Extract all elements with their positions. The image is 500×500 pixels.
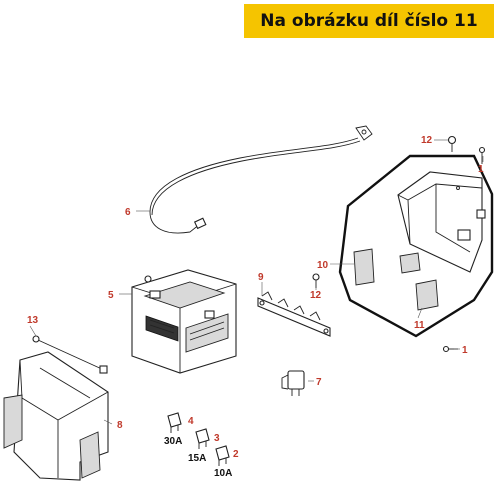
callout-4: 4: [188, 416, 194, 427]
detail-frame: [338, 154, 494, 338]
fuse-30a: [167, 412, 182, 433]
fuse-15a: [195, 428, 210, 449]
banner-title: Na obrázku díl číslo 11: [260, 11, 478, 31]
fuse-rating-15a: 15A: [188, 453, 206, 464]
callout-11: 11: [414, 320, 425, 331]
rubber-pad-10: [353, 248, 421, 286]
callout-8: 8: [117, 420, 123, 431]
callout-1-top: 1: [478, 164, 484, 175]
callout-10: 10: [317, 260, 329, 271]
part-number-banner: Na obrázku díl číslo 11: [244, 4, 494, 38]
fuse-rating-10a: 10A: [214, 468, 232, 479]
fuse-block: [257, 291, 331, 337]
battery-tray: [397, 171, 486, 273]
callout-12-mid: 12: [310, 290, 322, 301]
callout-7: 7: [316, 377, 322, 388]
bolt-12-top: [447, 135, 457, 152]
fuse-10a: [215, 445, 230, 466]
relay: [281, 370, 305, 396]
callout-2: 2: [233, 449, 239, 460]
rubber-pad-11: [415, 279, 439, 311]
callout-13: 13: [27, 315, 39, 326]
bolt-1-top: [478, 146, 486, 164]
callout-12-top: 12: [421, 135, 433, 146]
battery: [131, 269, 237, 374]
battery-cover: [3, 351, 109, 481]
callout-1-bottom: 1: [462, 345, 468, 356]
bolt-12-mid: [312, 273, 320, 288]
cable-harness: [149, 125, 373, 234]
callout-6: 6: [125, 207, 131, 218]
leader-lines: [29, 139, 484, 425]
callout-3: 3: [214, 433, 220, 444]
callout-5: 5: [108, 290, 114, 301]
callout-9: 9: [258, 272, 264, 283]
fuse-rating-30a: 30A: [164, 436, 182, 447]
